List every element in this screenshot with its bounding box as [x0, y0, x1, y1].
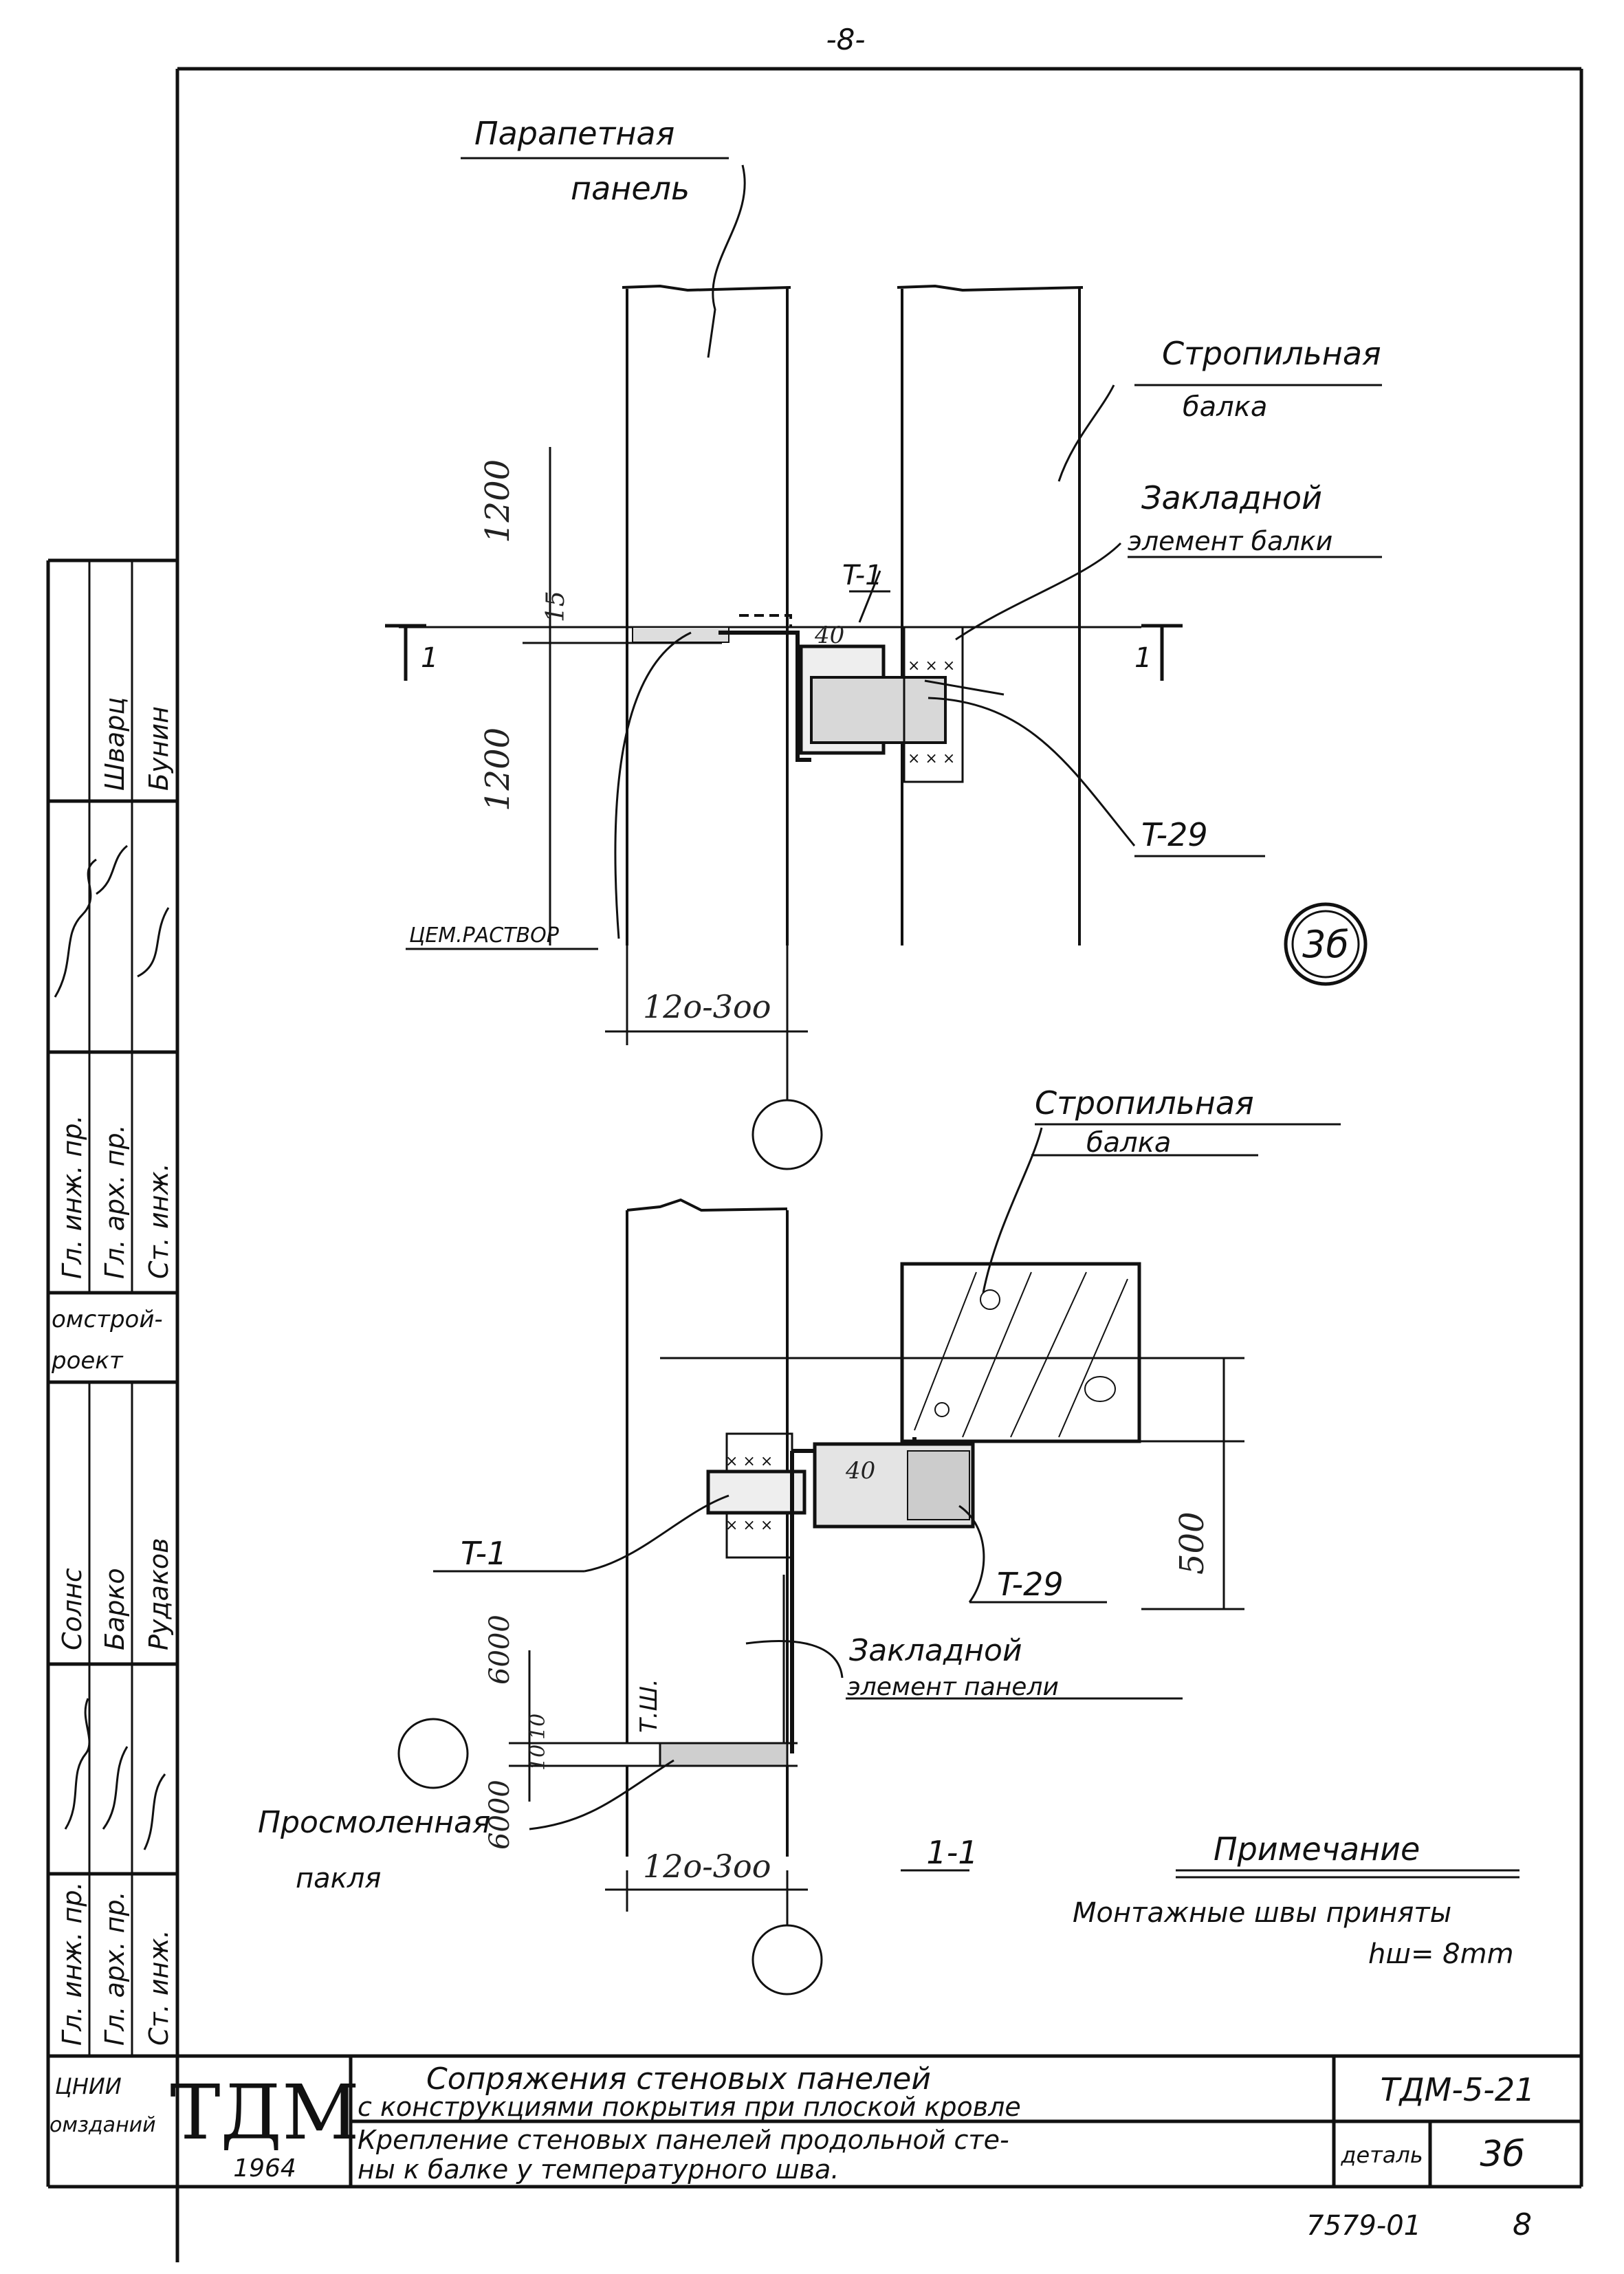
label-parapet-2: панель [571, 170, 690, 207]
dim-1200-lower: 1200 [479, 728, 517, 811]
page-number: -8- [826, 23, 865, 56]
axis-circle-lower [751, 1924, 823, 1996]
dim-120-300-upper: 12o-3oo [643, 988, 771, 1025]
signature-3 [64, 1698, 91, 1830]
label-rafter-1: Стропильная [1162, 335, 1381, 372]
svg-text:омстрой-: омстрой- [52, 1306, 163, 1333]
dim-1200-upper: 1200 [479, 459, 517, 543]
svg-text:× × ×: × × × [725, 1453, 773, 1470]
svg-text:Гл. инж. пр.: Гл. инж. пр. [57, 1881, 87, 2046]
t1-element-lower [706, 1469, 806, 1515]
subtitle-line-2: ны к балке у температурного шва. [358, 2154, 839, 2185]
svg-text:Солнс: Солнс [57, 1568, 87, 1650]
svg-text:Гл. арх. пр.: Гл. арх. пр. [100, 1124, 130, 1279]
lower-detail: × × × × × × 40 500 6000 6000 10 10 12o-3… [258, 1084, 1519, 1996]
dim-40-upper: 40 [814, 622, 844, 649]
lower-leaders [433, 1123, 1519, 1879]
svg-text:Бунин: Бунин [144, 706, 174, 791]
note-text-1: Монтажные швы приняты [1073, 1897, 1451, 1929]
label-t29-upper: T-29 [1141, 816, 1208, 853]
title-block: ТДМ 1964 Сопряжения стеновых панелей с к… [170, 2054, 1581, 2187]
lower-dimensions [509, 1650, 808, 1925]
label-t1-lower: T-1 [461, 1535, 507, 1572]
upper-section-line [399, 626, 1141, 644]
tarred-tow-fill [659, 1742, 789, 1767]
label-embedded-beam-2: элемент балки [1128, 526, 1332, 556]
label-cement-mortar: ЦЕМ.РАСТВОР [409, 923, 560, 948]
svg-text:× × ×: × × × [908, 750, 955, 767]
label-section-1-1: 1-1 [926, 1834, 978, 1871]
upper-leaders [406, 157, 1382, 950]
detail-bubble-text: 3б [1302, 923, 1349, 966]
svg-text:1: 1 [421, 642, 438, 674]
title-line-1: Сопряжения стеновых панелей [426, 2062, 931, 2097]
axis-circle-left [397, 1718, 469, 1789]
side-stamp: Гл. инж. пр. Гл. арх. пр. Ст. инж. Шварц… [46, 558, 177, 2187]
upper-dimensions [549, 447, 808, 1100]
t1-angle-upper [718, 631, 811, 762]
label-rafter-lower-1: Стропильная [1035, 1084, 1254, 1122]
dim-40-lower: 40 [845, 1457, 875, 1485]
label-tarred-tow-2: пакля [296, 1863, 381, 1894]
label-parapet-1: Парапетная [474, 115, 674, 152]
dim-6000-upper: 6000 [484, 1615, 516, 1685]
svg-text:роект: роект [51, 1347, 124, 1375]
dim-10-b: 10 [526, 1745, 550, 1771]
svg-text:Рудаков: Рудаков [144, 1538, 174, 1650]
axis-circle-upper [751, 1099, 823, 1170]
footer-code: 7579-01 [1306, 2210, 1421, 2242]
label-embedded-beam-1: Закладной [1141, 479, 1322, 516]
section-marker-left: 1 [385, 624, 438, 681]
detail-label: деталь [1340, 2142, 1423, 2168]
svg-text:× × ×: × × × [908, 657, 955, 675]
note-title: Примечание [1214, 1830, 1420, 1868]
footer-sheet: 8 [1513, 2207, 1532, 2242]
svg-text:омзданий: омзданий [50, 2113, 156, 2137]
label-t1-upper: T-1 [842, 560, 883, 591]
svg-text:1: 1 [1134, 642, 1152, 674]
dim-500: 500 [1173, 1511, 1211, 1575]
subtitle-line-1: Крепление стеновых панелей продольной ст… [358, 2125, 1009, 2155]
label-embedded-panel-1: Закладной [849, 1633, 1022, 1668]
svg-text:Гл. арх. пр.: Гл. арх. пр. [100, 1891, 130, 2046]
svg-text:Ст. инж.: Ст. инж. [144, 1163, 174, 1279]
svg-text:Гл. инж. пр.: Гл. инж. пр. [57, 1115, 87, 1279]
upper-panels [622, 284, 1084, 945]
svg-text:Барко: Барко [100, 1568, 130, 1650]
label-temp-joint: Т.Ш. [635, 1679, 663, 1733]
beam-section [900, 1262, 1141, 1443]
year: 1964 [233, 2154, 296, 2183]
title-line-2: с конструкциями покрытия при плоской кро… [358, 2092, 1021, 2122]
signature-4 [102, 1746, 129, 1830]
mortar-seam [632, 626, 729, 643]
detail-number: 3б [1480, 2134, 1524, 2175]
dim-10-a: 10 [526, 1714, 550, 1740]
signature-2 [137, 907, 170, 978]
svg-text:Шварц: Шварц [100, 697, 130, 791]
note-text-2: hш= 8mm [1368, 1938, 1514, 1970]
section-marker-right: 1 [1134, 624, 1183, 681]
dim-6000-lower: 6000 [484, 1780, 516, 1850]
label-rafter-2: балка [1183, 391, 1267, 423]
label-tarred-tow-1: Просмоленная [258, 1805, 490, 1840]
svg-text:× × ×: × × × [725, 1517, 773, 1534]
svg-text:ЦНИИ: ЦНИИ [55, 2073, 122, 2099]
signature-1 [54, 844, 128, 998]
sheet-frame [48, 67, 1583, 2262]
signature-5 [143, 1773, 166, 1850]
upper-detail: 1 1 × × × × × × 1200 1200 15 40 [385, 115, 1382, 1170]
svg-text:Ст. инж.: Ст. инж. [144, 1929, 174, 2046]
dim-15: 15 [542, 591, 570, 622]
tdm-logo: ТДМ [170, 2068, 359, 2156]
label-t29-lower: T-29 [997, 1566, 1064, 1603]
series-number: ТДМ-5-21 [1381, 2071, 1535, 2108]
detail-bubble [1284, 902, 1368, 986]
label-rafter-lower-2: балка [1086, 1127, 1171, 1159]
dim-120-300-lower: 12o-3oo [643, 1848, 771, 1885]
label-embedded-panel-2: элемент панели [847, 1673, 1059, 1701]
beam-embedded-plate-upper [903, 626, 964, 783]
